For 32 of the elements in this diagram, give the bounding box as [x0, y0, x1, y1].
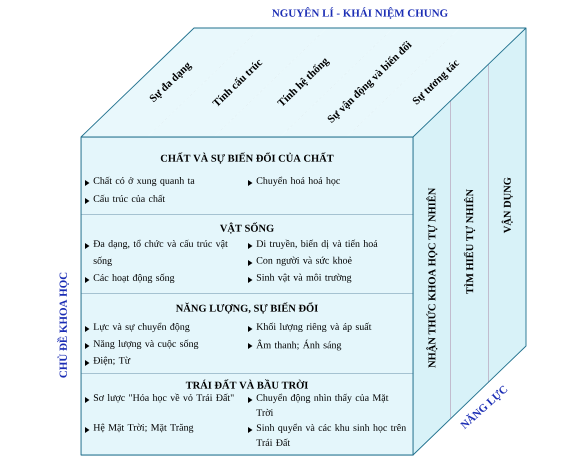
node-label: TÌM HIỂU TỰ NHIÊN — [464, 189, 476, 294]
node-label: Tính cấu trúc — [212, 60, 262, 106]
topic-section — [81, 373, 414, 456]
bullet-item: Sinh vật và môi trường — [248, 274, 352, 283]
axis-label: NGUYÊN LÍ - KHÁI NIỆM CHUNG — [272, 7, 448, 19]
section-heading: NĂNG LƯỢNG, SỰ BIẾN ĐỔI — [176, 302, 318, 314]
axis-label: CHỦ ĐỀ KHOA HỌC — [57, 272, 69, 378]
bullet-item: Hệ Mặt Trời; Mặt Trăng — [85, 424, 194, 433]
bullet-item: Con người và sức khoẻ — [248, 256, 352, 266]
bullet-item: Đa dạng, tổ chức và cấu trúc vật sống — [85, 240, 228, 266]
bullet-item: Chuyển động nhìn thấy của Mặt Trời — [248, 394, 388, 416]
bullet-item: Khối lượng riêng và áp suất — [248, 322, 372, 332]
bullet-item: Sơ lược "Hóa học về vỏ Trái Đất" — [85, 394, 234, 403]
section-heading: VẬT SỐNG — [220, 222, 274, 234]
bullet-item: Âm thanh; Ánh sáng — [248, 340, 342, 350]
node-label: NHẬN THỨC KHOA HỌC TỰ NHIÊN — [426, 188, 438, 368]
bullet-item: Chuyển hoá hoá học — [248, 176, 340, 186]
bullet-item: Cấu trúc của chất — [85, 194, 166, 204]
bullet-item: Di truyền, biến dị và tiến hoá — [248, 240, 378, 250]
bullet-item: Điện; Từ — [85, 356, 130, 366]
bullet-item: Lực và sự chuyển động — [85, 322, 190, 332]
topic-section — [81, 293, 414, 374]
bullet-item: Sinh quyển và các khu sinh học trên Trái Đất — [248, 424, 406, 446]
topic-section — [81, 214, 414, 294]
bullet-item: Các hoạt động sống — [85, 274, 174, 284]
competence-band: VẬN DỤNG — [488, 28, 526, 382]
bullet-item: Năng lượng và cuộc sống — [85, 340, 198, 350]
section-heading: TRÁI ĐẤT VÀ BẦU TRỜI — [186, 379, 308, 389]
topic-section — [81, 137, 414, 215]
section-heading: CHẤT VÀ SỰ BIẾN ĐỔI CỦA CHẤT — [160, 152, 334, 164]
node-label: VẬN DỤNG — [502, 177, 513, 234]
bullet-item: Chất có ở xung quanh ta — [85, 176, 195, 186]
